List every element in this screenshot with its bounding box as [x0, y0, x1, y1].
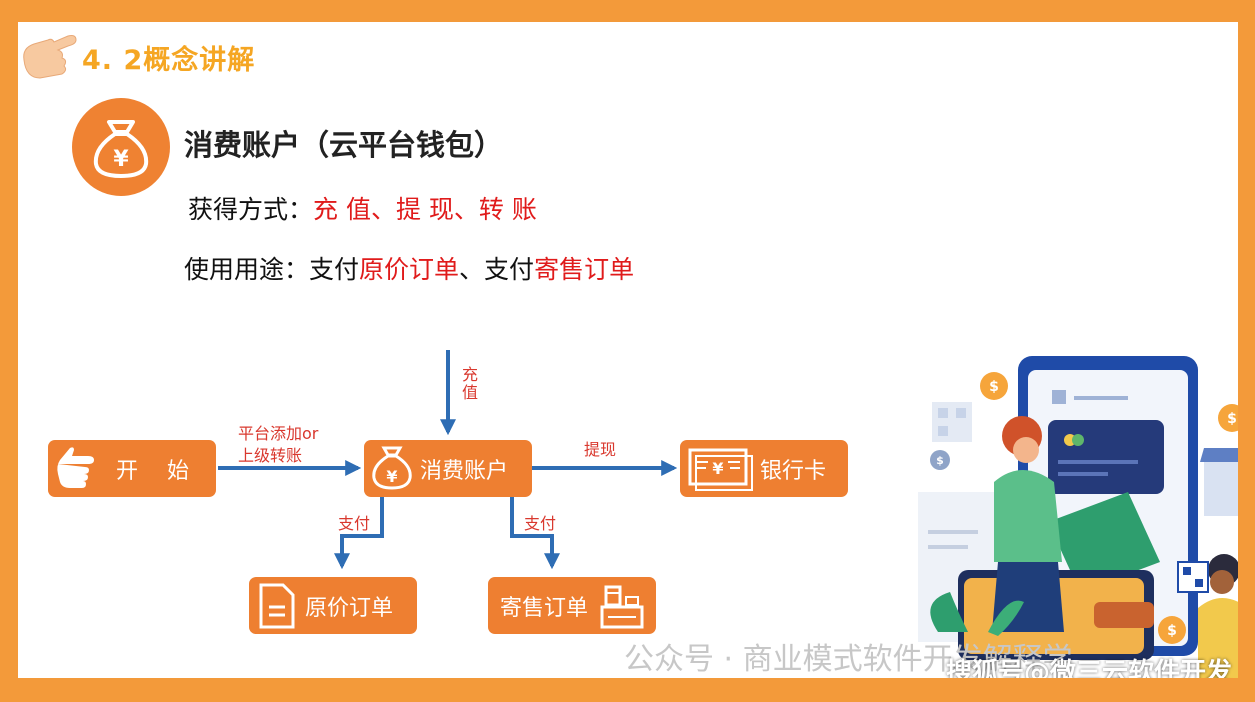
- svg-text:¥: ¥: [113, 147, 129, 172]
- edge-label-recharge: 充 值: [462, 365, 479, 402]
- svg-text:$: $: [1167, 623, 1177, 639]
- svg-text:$: $: [1227, 411, 1237, 427]
- usage-line: 使用用途：支付原价订单、支付寄售订单: [184, 250, 634, 286]
- pointing-hand-icon: [57, 447, 94, 488]
- svg-text:$: $: [936, 454, 944, 467]
- money-bag-icon: ¥: [372, 446, 412, 490]
- section-title: 4. 2概念讲解: [82, 45, 256, 76]
- node-original-order-label: 原价订单: [305, 595, 394, 621]
- edge-label-pay-left: 支付: [338, 514, 371, 533]
- flow-arrows: [218, 350, 678, 570]
- slide-canvas: 4. 2概念讲解 ¥ 消费账户（云平台钱包） 获得方式：充 值、提 现、转 账 …: [18, 22, 1238, 678]
- node-bank-label: 银行卡: [760, 458, 827, 484]
- cash-register-icon: [600, 585, 644, 629]
- acquire-line: 获得方式：充 值、提 现、转 账: [188, 190, 537, 226]
- money-bag-badge: ¥: [72, 98, 170, 196]
- usage-part2: 原价订单: [359, 255, 460, 284]
- node-start-label: 开 始: [116, 458, 189, 484]
- document-icon: [259, 583, 295, 629]
- main-title: 消费账户（云平台钱包）: [184, 128, 504, 162]
- money-bag-icon: ¥: [93, 120, 149, 178]
- bank-card-icon: ¥: [688, 448, 753, 491]
- wechat-watermark: 公众号 · 商业模式软件开发解释学: [624, 642, 1073, 677]
- usage-part4: 寄售订单: [534, 255, 635, 284]
- node-bank: ¥ 银行卡: [680, 440, 848, 497]
- edge-label-withdraw: 提现: [584, 440, 617, 459]
- node-original-order: 原价订单: [249, 577, 417, 634]
- node-start: 开 始: [48, 440, 216, 497]
- acquire-label: 获得方式：: [188, 195, 314, 224]
- usage-label: 使用用途：: [184, 255, 310, 284]
- sohu-watermark: 搜狐号@微三云软件开发: [946, 658, 1233, 678]
- node-account-label: 消费账户: [420, 458, 509, 484]
- node-consign-order: 寄售订单: [488, 577, 656, 634]
- node-consign-order-label: 寄售订单: [500, 595, 589, 621]
- mobile-payment-illustration: $ $ $ $: [918, 356, 1238, 678]
- edge-label-pay-right: 支付: [524, 514, 557, 533]
- svg-text:¥: ¥: [712, 459, 723, 478]
- acquire-value: 充 值、提 现、转 账: [313, 195, 537, 224]
- svg-text:$: $: [989, 379, 999, 395]
- edge-label-platform-add-2: 上级转账: [238, 446, 303, 465]
- pointing-hand-icon: [23, 35, 77, 79]
- svg-text:¥: ¥: [386, 467, 397, 486]
- usage-part1: 支付: [309, 255, 360, 284]
- node-account: ¥ 消费账户: [364, 440, 532, 497]
- usage-part3: 、支付: [459, 255, 535, 284]
- arrow-account-to-original: [334, 497, 384, 570]
- edge-label-platform-add-1: 平台添加or: [238, 424, 319, 443]
- arrow-account-to-consign: [510, 497, 560, 570]
